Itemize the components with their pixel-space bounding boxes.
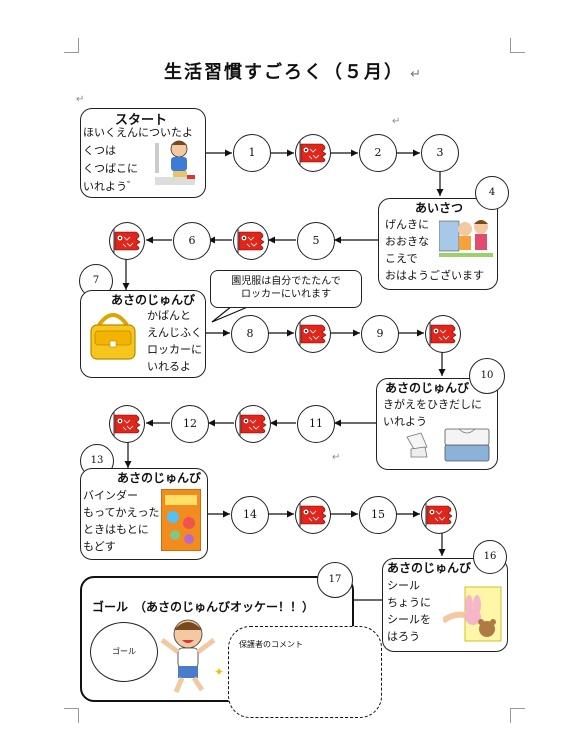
crop-mark-top-right [510,38,525,53]
square-17: 17 [317,562,353,598]
greeting-line-4: おはようございます [385,269,484,282]
square-15-carp [421,496,457,534]
morning-10-line-1: きがえをひきだしに [383,398,482,411]
morning-13-box: あさのじゅんび バインダー もってかえった ときはもとに もどす [80,468,208,560]
square-8-carp [295,315,331,353]
morning-7-line-1: かばんと [147,309,191,322]
morning-13-line-1: バインダー [83,489,138,502]
crop-mark-bottom-left [64,708,79,723]
morning-10-box: あさのじゅんび きがえをひきだしに いれよう [376,378,498,470]
square-6: 6 [173,222,211,260]
happy-child-illustration: ✦ [160,619,224,693]
greeting-line-3: こえで [385,252,418,265]
para-mark: ↵ [76,94,85,105]
morning-7-box: あさのじゅんび かばんと えんじふく ロッカーに いれるよ [80,290,206,378]
folded-clothes-illustration [406,428,490,462]
square-14: 14 [231,496,269,534]
start-line-3: くつばこに [83,162,138,175]
morning-13-line-3: ときはもとに [83,523,149,536]
square-9-carp [425,315,461,353]
speech-line-1: 園児服は自分でたたんで [231,276,341,287]
square-2-carp [295,134,331,172]
square-3: 3 [421,134,459,172]
greeting-line-1: げんきに [385,218,429,231]
morning-13-title: あさのじゅんび [117,471,202,485]
square-8: 8 [231,315,269,353]
start-title: スタート [115,113,168,128]
morning-7-line-4: いれるよ [147,360,191,373]
child-shoes-illustration [155,140,195,185]
greeting-kids-illustration [439,220,493,257]
binder-illustration [161,489,201,551]
morning-10-line-2: いれよう [383,415,427,428]
square-6-carp [109,222,145,260]
page-title: 生活習慣すごろく（５月） ↵ [163,62,424,83]
parent-comment-label: 保護者のコメント [239,640,303,649]
sticker-illustration [443,586,502,642]
square-5: 5 [297,222,335,260]
square-15: 15 [359,496,397,534]
morning-16-line-2: ちょうに [387,596,431,609]
square-11-carp [235,405,271,443]
koinobori-icon [299,141,327,165]
start-line-1: ほいくえんについたよ [83,126,193,139]
square-9: 9 [361,315,399,353]
parent-comment-box: 保護者のコメント [228,626,382,718]
start-line-2: くつは [83,144,116,157]
crop-mark-bottom-right [510,708,525,723]
morning-7-line-3: ロッカーに [147,343,202,356]
crop-mark-top-left [64,38,79,53]
morning-16-line-3: シールを [387,613,431,626]
square-14-carp [295,496,331,534]
square-11: 11 [297,405,335,443]
start-box: スタート ほいくえんについたよ くつは くつばこに いれようﾞ [80,108,206,198]
morning-7-line-2: えんじふく [147,326,202,339]
morning-16-line-1: シール [387,579,420,592]
square-2: 2 [359,134,397,172]
morning-16-title: あさのじゅんび [387,561,472,575]
greeting-box: あいさつ げんきに おおきな こえで おはようございます [378,198,498,290]
koinobori-icon [299,503,327,527]
morning-13-line-2: もってかえった [83,506,160,519]
goal-box: ゴール （あさのじゅんびオッケー！！） ゴール ✦ [80,576,354,702]
square-12: 12 [171,405,209,443]
square-5-carp [233,222,269,260]
koinobori-icon [299,322,327,346]
morning-13-line-4: もどす [83,540,116,553]
svg-text:✦: ✦ [214,665,224,679]
koinobori-icon [237,229,265,253]
morning-7-title: あさのじゅんび [111,293,196,307]
morning-10-title: あさのじゅんび [385,381,470,395]
koinobori-icon [425,503,453,527]
koinobori-icon [429,322,457,346]
goal-circle: ゴール [90,622,158,682]
greeting-title: あいさつ [415,201,464,215]
square-4: 4 [475,176,509,210]
koinobori-icon [113,412,141,436]
greeting-line-2: おおきな [385,235,429,248]
para-mark: ↵ [392,116,401,127]
square-1: 1 [233,134,271,172]
start-line-4: いれようﾞ [83,180,133,193]
koinobori-icon [113,229,141,253]
morning-16-line-4: はろう [387,630,420,643]
yellow-bag-illustration [90,313,136,360]
speech-bubble: 園児服は自分でたたんで ロッカーにいれます [210,270,362,308]
koinobori-icon [239,412,267,436]
speech-line-2: ロッカーにいれます [241,289,331,300]
goal-title: ゴール （あさのじゅんびオッケー！！） [92,600,315,614]
square-12-carp [109,405,145,443]
para-mark: ↵ [332,452,341,463]
square-16: 16 [473,540,507,574]
square-10: 10 [469,358,505,394]
